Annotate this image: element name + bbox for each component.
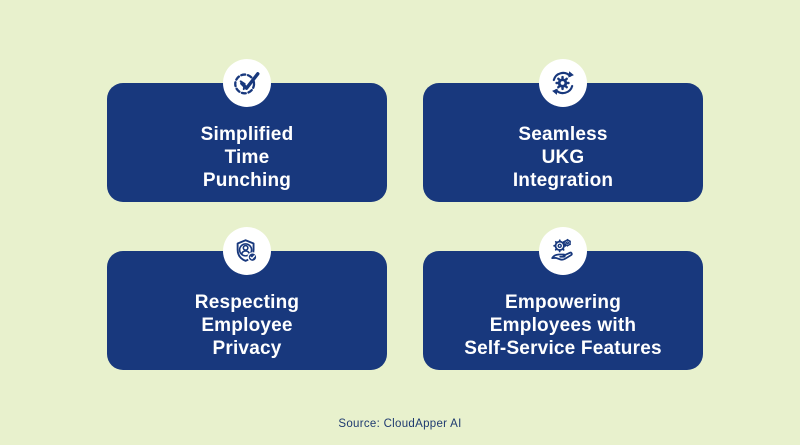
card-title: Respecting Employee Privacy [107, 281, 387, 370]
card-title-line: Employee [201, 315, 293, 336]
card-title-line: Simplified [200, 124, 294, 145]
card-respecting-employee-privacy: Respecting Employee Privacy [107, 227, 387, 370]
card-title-line: Time [224, 147, 270, 168]
card-title: Empowering Employees with Self-Service F… [423, 281, 703, 370]
gear-sync-icon [552, 71, 574, 95]
icon-circle [539, 59, 587, 107]
card-title-line: Integration [512, 170, 614, 191]
shield-user-check-icon [236, 239, 258, 263]
source-attribution: Source: CloudApper AI [338, 418, 462, 430]
icon-circle [223, 59, 271, 107]
card-title-line: Privacy [212, 338, 282, 359]
card-simplified-time-punching: Simplified Time Punching [107, 59, 387, 202]
card-title-line: Respecting [194, 292, 300, 313]
card-title-line: Employees with [489, 315, 637, 336]
card-title-line: Empowering [504, 292, 621, 313]
card-title-line: Punching [202, 170, 292, 191]
clock-check-icon [234, 72, 260, 95]
card-title-line: Self-Service Features [464, 338, 662, 359]
card-title: Seamless UKG Integration [423, 113, 703, 202]
card-empowering-employees-self-service: Empowering Employees with Self-Service F… [423, 227, 703, 370]
card-title-line: Seamless [518, 124, 608, 145]
card-seamless-ukg-integration: Seamless UKG Integration [423, 59, 703, 202]
card-title-line: UKG [541, 147, 585, 168]
icon-circle [539, 227, 587, 275]
hand-gears-icon [551, 238, 573, 261]
icon-circle [223, 227, 271, 275]
card-title: Simplified Time Punching [107, 113, 387, 202]
